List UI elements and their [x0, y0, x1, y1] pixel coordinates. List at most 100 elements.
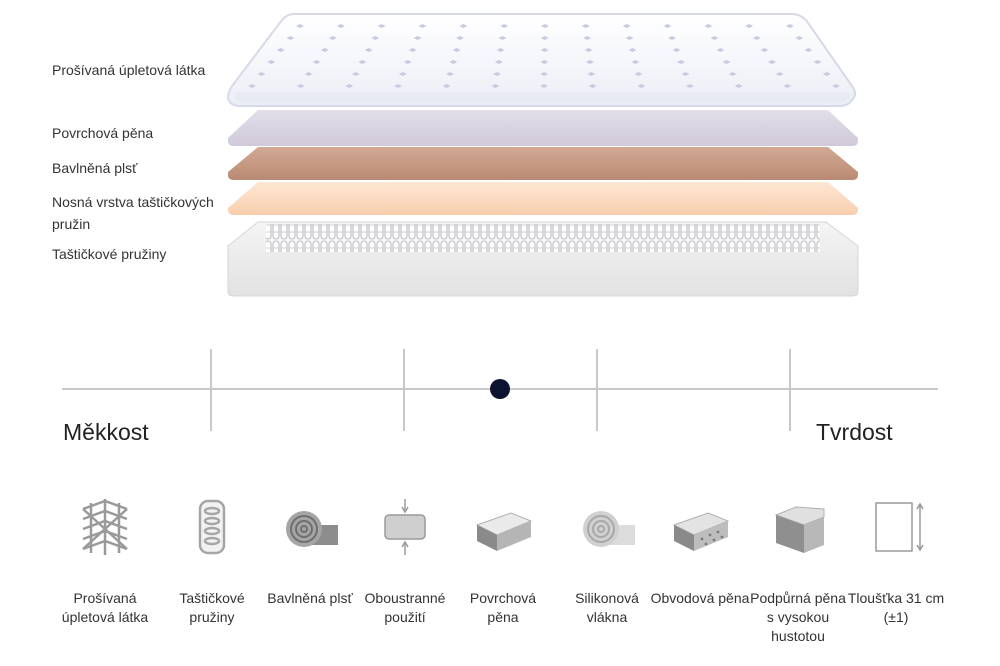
- quilt-stitch: [345, 84, 354, 88]
- layer-label-pocket-springs: Taštičkové pružiny: [52, 246, 167, 262]
- feature-label: Podpůrná pěna s vysokou hustotou: [750, 590, 846, 644]
- quilt-stitch: [498, 36, 507, 40]
- quilt-stitch: [585, 60, 594, 64]
- quilt-stitch: [494, 60, 503, 64]
- quilt-stitch: [634, 72, 643, 76]
- quilt-stitch: [734, 84, 743, 88]
- layer-label-spring-support: Nosná vrstva taštičkových pružin: [52, 194, 214, 232]
- softness-label: Měkkost: [63, 419, 149, 445]
- quilt-stitch: [768, 60, 777, 64]
- feature-label: Bavlněná plsť: [267, 590, 353, 606]
- quilt-stitch: [358, 60, 367, 64]
- quilt-stitch: [296, 84, 305, 88]
- double-sided-icon: [384, 499, 426, 555]
- quilt-stitch: [304, 72, 313, 76]
- quilt-stitch: [364, 48, 373, 52]
- quilt-stitch: [710, 36, 719, 40]
- knit-fabric-icon: [82, 499, 128, 555]
- scale-tick: [596, 349, 598, 431]
- quilt-stitch: [394, 84, 402, 88]
- quilt-stitch: [398, 72, 407, 76]
- feature-label: Tloušťka 31 cm (±1): [847, 590, 945, 625]
- quilt-stitch: [452, 48, 461, 52]
- quilt-stitch: [813, 60, 822, 64]
- feature-label: Taštičkové pružiny: [179, 590, 245, 625]
- quilt-stitch: [257, 72, 266, 76]
- quilt-stitch: [728, 72, 737, 76]
- quilt-stitch: [413, 36, 422, 40]
- quilt-stitch: [581, 24, 590, 28]
- quilt-stitch: [704, 24, 713, 28]
- quilt-stitch: [403, 60, 412, 64]
- quilt-stitch: [681, 72, 690, 76]
- quilt-stitch: [832, 84, 840, 88]
- quilt-stitch: [267, 60, 276, 64]
- quilt-stitch: [783, 84, 792, 88]
- firmness-indicator: [490, 379, 510, 399]
- quilt-stitch: [377, 24, 386, 28]
- quilt-stitch: [631, 60, 640, 64]
- scale-tick: [403, 349, 405, 431]
- perimeter-foam-icon: [672, 512, 730, 551]
- quilt-stitch: [686, 84, 694, 88]
- quilt-stitch: [584, 48, 593, 52]
- feature-support-foam: Podpůrná pěna s vysokou hustotou: [748, 495, 848, 646]
- feature-perimeter-foam: Obvodová pěna: [650, 495, 750, 608]
- cotton-felt-layer: [228, 147, 858, 180]
- quilt-stitch: [795, 36, 804, 40]
- quilt-stitch: [786, 24, 794, 28]
- quilt-stitch: [540, 36, 549, 40]
- quilt-stitch: [248, 84, 256, 88]
- quilt-stitch: [540, 60, 549, 64]
- layer-label-quilted-fabric: Prošívaná úpletová látka: [52, 62, 206, 78]
- quilt-stitch: [677, 60, 685, 64]
- foam-block-icon: [475, 512, 533, 551]
- quilt-stitch: [804, 48, 813, 52]
- feature-cotton-felt: Bavlněná plsť: [260, 495, 360, 608]
- quilt-stitch: [496, 48, 505, 52]
- quilt-stitch: [752, 36, 761, 40]
- firmness-label: Tvrdost: [816, 419, 893, 445]
- quilt-stitch: [351, 72, 360, 76]
- quilt-stitch: [716, 48, 725, 52]
- feature-label: Obvodová pěna: [650, 590, 750, 606]
- quilt-stitch: [328, 36, 337, 40]
- quilt-stitch: [446, 72, 454, 76]
- feature-silicone-fibers: Silikonová vlákna: [557, 495, 657, 627]
- quilt-stitch: [493, 72, 502, 76]
- spring-support-layer: [228, 182, 858, 215]
- feature-label: Povrchová pěna: [469, 590, 537, 625]
- feature-knit-fabric: Prošívaná úpletová látka: [55, 495, 155, 627]
- quilt-stitch: [587, 72, 596, 76]
- quilt-stitch: [540, 84, 548, 88]
- feature-label: Silikonová vlákna: [575, 590, 639, 625]
- quilt-stitch: [822, 72, 831, 76]
- layer-label-cotton-felt: Bavlněná plsť: [52, 160, 138, 176]
- quilt-stitch: [320, 48, 329, 52]
- quilt-stitch: [286, 36, 295, 40]
- pocket-springs-icon: [198, 499, 226, 555]
- quilt-stitch: [775, 72, 784, 76]
- quilt-stitch: [336, 24, 345, 28]
- scale-tick: [210, 349, 212, 431]
- quilt-stitch: [760, 48, 769, 52]
- feature-thickness: Tloušťka 31 cm (±1): [846, 495, 946, 627]
- feature-pocket-springs: Taštičkové pružiny: [162, 495, 262, 627]
- quilt-stitch: [442, 84, 451, 88]
- quilt-stitch: [500, 24, 509, 28]
- quilt-stitch: [625, 36, 634, 40]
- quilt-stitch: [540, 48, 549, 52]
- feature-double-sided: Oboustranné použití: [355, 495, 455, 627]
- surface-foam-layer: [228, 110, 858, 146]
- quilt-stitch: [588, 84, 597, 88]
- quilt-stitch: [371, 36, 380, 40]
- quilt-stitch: [418, 24, 427, 28]
- quilt-stitch: [672, 48, 681, 52]
- mattress-layers-illustration: [226, 13, 859, 297]
- felt-roll-icon: [286, 511, 338, 547]
- thickness-icon: [875, 502, 924, 552]
- quilt-stitch: [540, 72, 549, 76]
- feature-label: Prošívaná úpletová látka: [61, 590, 149, 625]
- pocket-springs-layer: [227, 221, 859, 297]
- quilt-stitch: [745, 24, 754, 28]
